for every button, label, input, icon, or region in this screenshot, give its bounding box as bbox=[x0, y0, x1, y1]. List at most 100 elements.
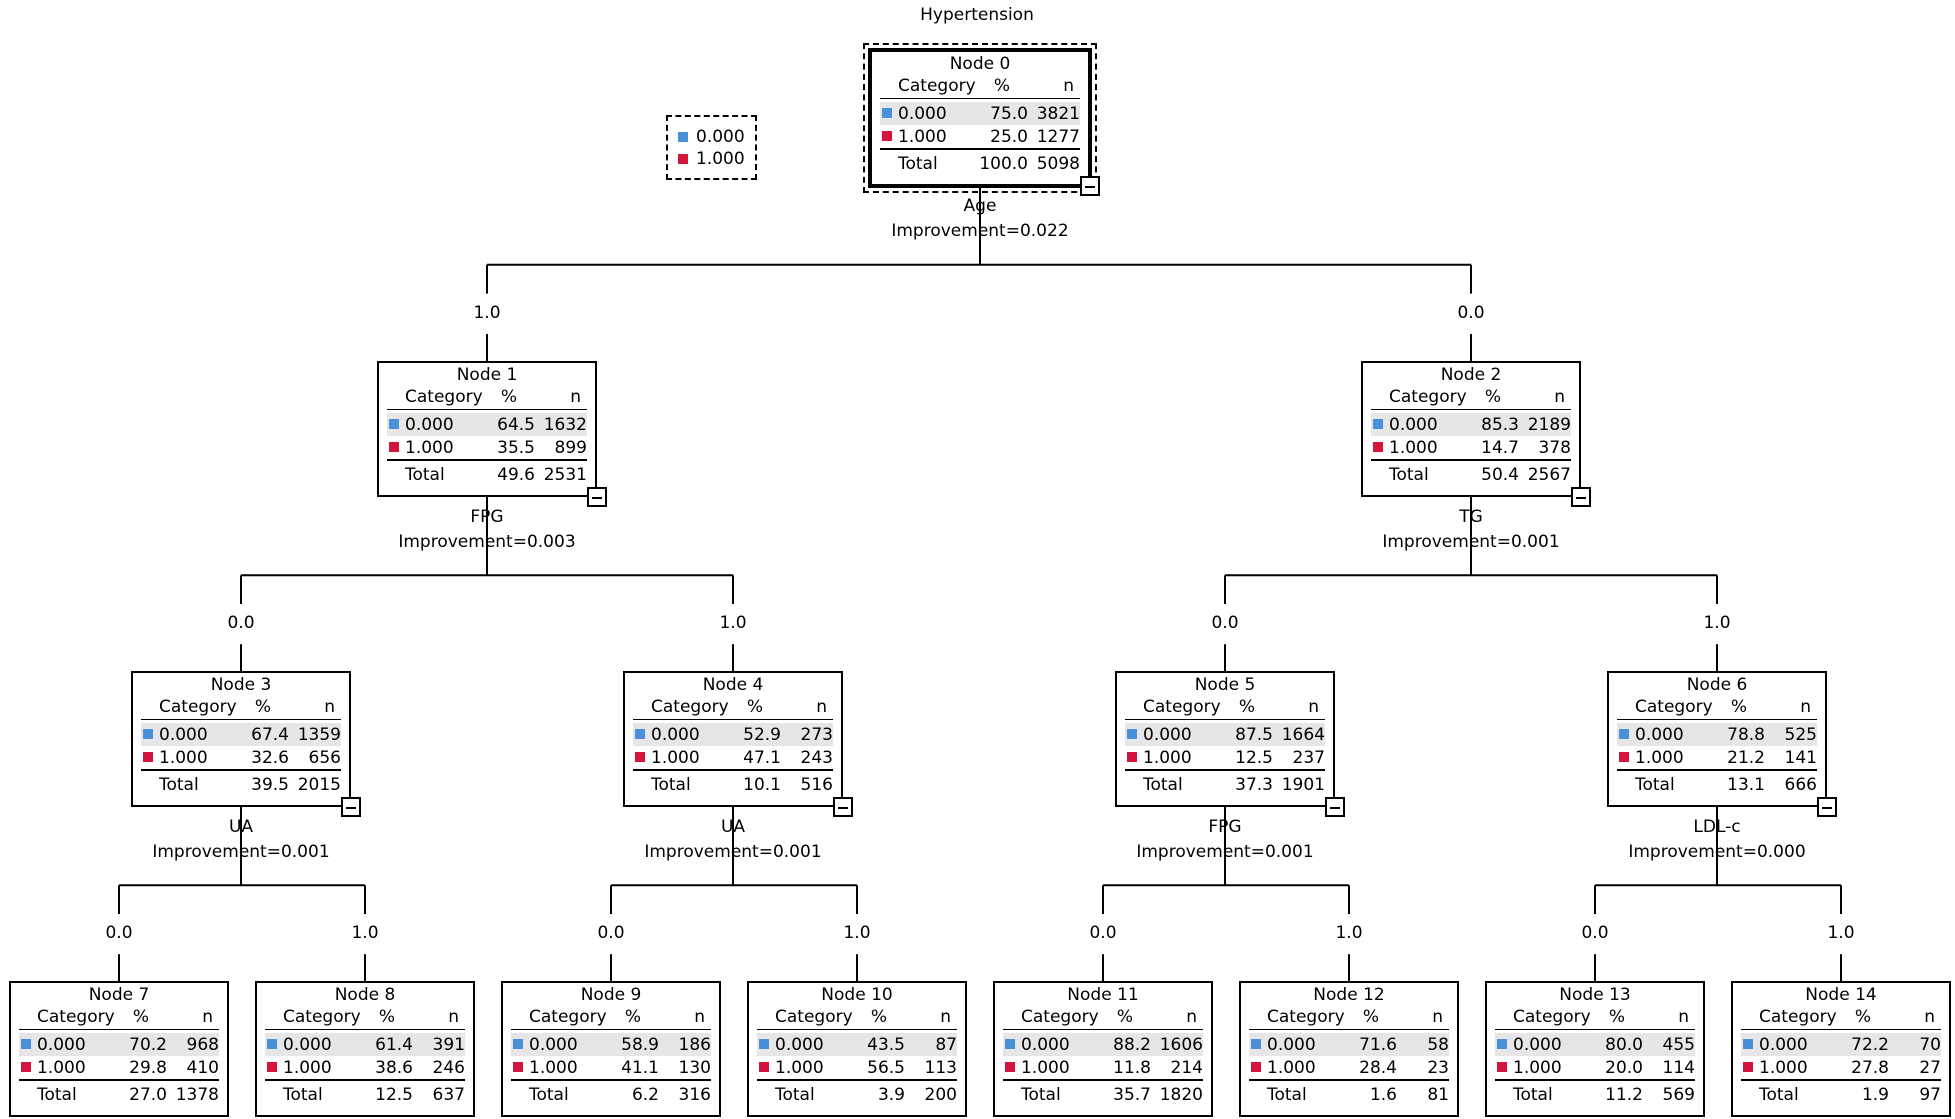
row-n: 27 bbox=[1919, 1058, 1941, 1078]
branch-label-14: 1.0 bbox=[1827, 923, 1855, 944]
row-category: 0.000 bbox=[1005, 1035, 1070, 1055]
row-category: 1.000 bbox=[882, 127, 947, 147]
node-title: Node 11 bbox=[1067, 985, 1139, 1005]
row-category: 0.000 bbox=[1127, 725, 1192, 745]
total-label: Total bbox=[405, 465, 445, 485]
row-category-label: 0.000 bbox=[1267, 1035, 1316, 1055]
total-label: Total bbox=[1021, 1085, 1061, 1105]
total-n: 1820 bbox=[1159, 1085, 1203, 1105]
category-swatch-1 bbox=[389, 442, 399, 452]
node-header: Category%n bbox=[1371, 385, 1571, 410]
row-category-label: 0.000 bbox=[1759, 1035, 1808, 1055]
split-improvement-4: Improvement=0.001 bbox=[644, 842, 822, 862]
row-percent: 32.6 bbox=[251, 748, 289, 768]
collapse-toggle-icon[interactable] bbox=[833, 797, 853, 817]
row-category: 0.000 bbox=[513, 1035, 578, 1055]
collapse-toggle-icon[interactable] bbox=[1325, 797, 1345, 817]
row-n: 114 bbox=[1662, 1058, 1695, 1078]
node-title: Node 1 bbox=[456, 365, 518, 385]
row-percent: 12.5 bbox=[1235, 748, 1273, 768]
header-category: Category bbox=[1143, 697, 1221, 717]
row-category-label: 1.000 bbox=[159, 748, 208, 768]
total-label: Total bbox=[898, 154, 938, 174]
header-category: Category bbox=[651, 697, 729, 717]
row-category: 1.000 bbox=[1251, 1058, 1316, 1078]
row-category-label: 1.000 bbox=[775, 1058, 824, 1078]
row-category-label: 0.000 bbox=[405, 415, 454, 435]
collapse-toggle-icon[interactable] bbox=[587, 487, 607, 507]
header-n: n bbox=[1186, 1007, 1197, 1027]
row-category: 1.000 bbox=[143, 748, 208, 768]
collapse-toggle-icon[interactable] bbox=[1571, 487, 1591, 507]
row-category: 0.000 bbox=[1497, 1035, 1562, 1055]
node-title: Node 8 bbox=[334, 985, 396, 1005]
row-percent: 21.2 bbox=[1727, 748, 1765, 768]
node-header: Category%n bbox=[1617, 695, 1817, 720]
row-n: 968 bbox=[186, 1035, 219, 1055]
row-category: 0.000 bbox=[1743, 1035, 1808, 1055]
header-percent: % bbox=[1854, 1007, 1871, 1027]
branch-label-1: 1.0 bbox=[473, 302, 501, 323]
header-n: n bbox=[570, 387, 581, 407]
collapse-toggle-icon[interactable] bbox=[1080, 176, 1100, 196]
category-swatch-0 bbox=[1497, 1039, 1507, 1049]
row-n: 58 bbox=[1427, 1035, 1449, 1055]
row-percent: 14.7 bbox=[1481, 438, 1519, 458]
total-n: 200 bbox=[924, 1085, 957, 1105]
split-variable-1: FPG bbox=[470, 507, 504, 527]
row-category-label: 0.000 bbox=[37, 1035, 86, 1055]
row-percent: 72.2 bbox=[1851, 1035, 1889, 1055]
row-category: 0.000 bbox=[1619, 725, 1684, 745]
header-n: n bbox=[1308, 697, 1319, 717]
header-n: n bbox=[1432, 1007, 1443, 1027]
row-n: 243 bbox=[800, 748, 833, 768]
node-title: Node 4 bbox=[702, 675, 764, 695]
row-category: 1.000 bbox=[1619, 748, 1684, 768]
node-header: Category%n bbox=[880, 74, 1080, 99]
row-category: 1.000 bbox=[513, 1058, 578, 1078]
row-n: 1359 bbox=[297, 725, 341, 745]
header-n: n bbox=[1063, 76, 1074, 96]
collapse-toggle-icon[interactable] bbox=[341, 797, 361, 817]
category-swatch-0 bbox=[513, 1039, 523, 1049]
category-swatch-1 bbox=[1619, 752, 1629, 762]
node-header: Category%n bbox=[1249, 1005, 1449, 1030]
category-swatch-1 bbox=[882, 131, 892, 141]
row-category-label: 0.000 bbox=[1021, 1035, 1070, 1055]
category-swatch-0 bbox=[267, 1039, 277, 1049]
legend-label-0: 0.000 bbox=[696, 127, 745, 147]
row-n: 656 bbox=[308, 748, 341, 768]
node-row-1: 1.000 32.6 656 bbox=[141, 746, 341, 771]
row-n: 273 bbox=[800, 725, 833, 745]
header-n: n bbox=[1800, 697, 1811, 717]
header-category: Category bbox=[1267, 1007, 1345, 1027]
row-category-label: 1.000 bbox=[1635, 748, 1684, 768]
row-category: 0.000 bbox=[1373, 415, 1438, 435]
row-category: 0.000 bbox=[143, 725, 208, 745]
collapse-toggle-icon[interactable] bbox=[1817, 797, 1837, 817]
row-category: 0.000 bbox=[635, 725, 700, 745]
total-n: 637 bbox=[432, 1085, 465, 1105]
row-category-label: 1.000 bbox=[1143, 748, 1192, 768]
total-label: Total bbox=[159, 775, 199, 795]
node-header: Category%n bbox=[757, 1005, 957, 1030]
